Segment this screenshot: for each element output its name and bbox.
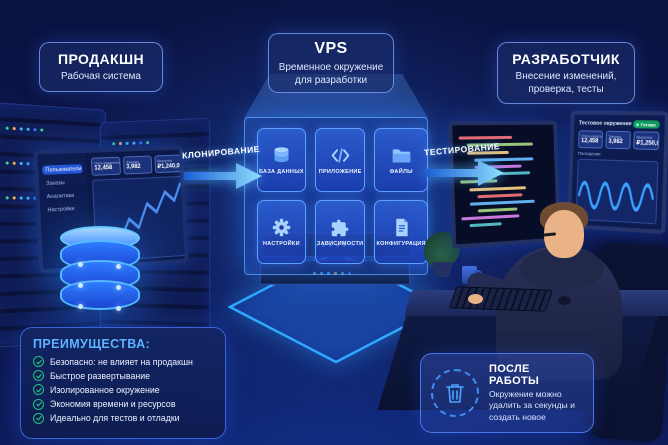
developer-header-card: РАЗРАБОТЧИК Внесение изменений, проверка… bbox=[497, 42, 635, 104]
advantage-item: Быстрое развертывание bbox=[33, 370, 213, 382]
status-dot-icon bbox=[635, 122, 639, 126]
check-icon bbox=[33, 370, 44, 382]
trash-icon bbox=[446, 384, 464, 403]
folder-icon bbox=[392, 149, 410, 163]
vps-subtitle: Временное окружение для разработки bbox=[278, 61, 384, 86]
check-icon bbox=[33, 412, 44, 424]
keyboard bbox=[448, 286, 554, 312]
database-light bbox=[116, 264, 121, 269]
developer-hand bbox=[468, 294, 483, 304]
tile-application: ПРИЛОЖЕНИЕ bbox=[314, 128, 366, 192]
advantages-title: ПРЕИМУЩЕСТВА: bbox=[33, 337, 151, 351]
code-line bbox=[458, 136, 512, 140]
document-icon bbox=[395, 218, 408, 237]
after-work-title: ПОСЛЕ РАБОТЫ bbox=[489, 362, 540, 387]
code-line bbox=[469, 222, 503, 228]
rack-led-strip bbox=[112, 142, 116, 146]
rack-led-strip bbox=[5, 161, 9, 165]
after-work-panel: ПОСЛЕ РАБОТЫ Окружение можно удалить за … bbox=[420, 353, 594, 433]
stat-card: Пользователи 12,458 bbox=[578, 130, 604, 149]
production-header-card: ПРОДАКШН Рабочая система bbox=[39, 42, 163, 92]
vps-cube: БАЗА ДАННЫХ ПРИЛОЖЕНИЕ ФАЙЛЫ bbox=[244, 117, 428, 275]
database-light bbox=[116, 306, 121, 311]
check-icon bbox=[33, 356, 44, 367]
after-work-description: Окружение можно удалить за секунды и соз… bbox=[489, 388, 575, 422]
database-light bbox=[78, 262, 83, 267]
database-light bbox=[116, 285, 121, 290]
test-env-title: Тестовое окружение bbox=[578, 120, 632, 128]
tile-files: ФАЙЛЫ bbox=[374, 128, 428, 192]
database-light bbox=[78, 304, 83, 309]
sidebar-item-analytics: Аналитика bbox=[46, 192, 75, 200]
vps-header-card: VPS Временное окружение для разработки bbox=[268, 33, 394, 93]
vps-title: VPS bbox=[314, 39, 348, 57]
database-icon bbox=[274, 147, 289, 163]
production-title: ПРОДАКШН bbox=[58, 51, 144, 67]
stat-card: Заказы 3,982 bbox=[122, 155, 153, 175]
database-segment bbox=[60, 280, 140, 310]
code-line bbox=[470, 199, 535, 206]
testing-flow: ТЕСТИРОВАНИЕ bbox=[424, 141, 508, 190]
advantage-item: Безопасно: не влияет на продакшн bbox=[33, 356, 213, 367]
stat-card: Пользователи 12,458 bbox=[90, 156, 121, 176]
code-line bbox=[461, 214, 520, 221]
gear-icon bbox=[272, 218, 291, 237]
check-icon bbox=[33, 398, 44, 410]
sidebar-item-settings: Настройки bbox=[47, 205, 75, 214]
code-line bbox=[477, 193, 523, 198]
rack-led-strip bbox=[5, 196, 9, 200]
arrow-right-icon bbox=[184, 163, 262, 189]
after-work-text: ПОСЛЕ РАБОТЫ Окружение можно удалить за … bbox=[489, 363, 583, 424]
stat-card: Выручка ₽1,250,000 bbox=[633, 131, 660, 151]
developer-subtitle: Внесение изменений, проверка, тесты bbox=[515, 70, 617, 95]
tile-dependencies: ЗАВИСИМОСТИ bbox=[314, 200, 366, 264]
advantage-item: Идеально для тестов и отладки bbox=[33, 412, 213, 424]
puzzle-icon bbox=[331, 219, 349, 237]
stat-card: Заказы 3,982 bbox=[605, 130, 631, 150]
mouse bbox=[558, 296, 571, 305]
tile-configuration: КОНФИГУРАЦИЯ bbox=[374, 200, 428, 264]
rack-led-strip bbox=[5, 126, 9, 130]
developer-title: РАЗРАБОТЧИК bbox=[512, 50, 620, 67]
database-light bbox=[78, 283, 83, 288]
dashed-circle bbox=[431, 369, 479, 417]
status-badge: Готово bbox=[632, 120, 660, 129]
wave-chart bbox=[575, 158, 659, 225]
stat-card: Выручка ₽1,240,000 bbox=[154, 154, 183, 174]
code-line bbox=[477, 207, 518, 213]
chart-label: Посещения bbox=[577, 150, 601, 157]
arrow-right-icon bbox=[426, 160, 504, 186]
sidebar-item-orders: Заказы bbox=[45, 179, 65, 187]
advantages-panel: ПРЕИМУЩЕСТВА: Безопасно: не влияет на пр… bbox=[20, 327, 226, 439]
sidebar-item-users: Пользователи bbox=[42, 164, 83, 175]
check-icon bbox=[33, 384, 44, 396]
tile-database: БАЗА ДАННЫХ bbox=[257, 128, 306, 192]
advantage-item: Экономия времени и ресурсов bbox=[33, 398, 213, 410]
database-cylinder bbox=[60, 226, 140, 318]
plant-pot bbox=[432, 262, 453, 277]
advantage-item: Изолированное окружение bbox=[33, 384, 213, 396]
production-subtitle: Рабочая система bbox=[61, 71, 141, 82]
cloning-flow: КЛОНИРОВАНИЕ bbox=[182, 144, 266, 193]
code-icon bbox=[331, 148, 349, 163]
tile-settings: НАСТРОЙКИ bbox=[257, 200, 306, 264]
